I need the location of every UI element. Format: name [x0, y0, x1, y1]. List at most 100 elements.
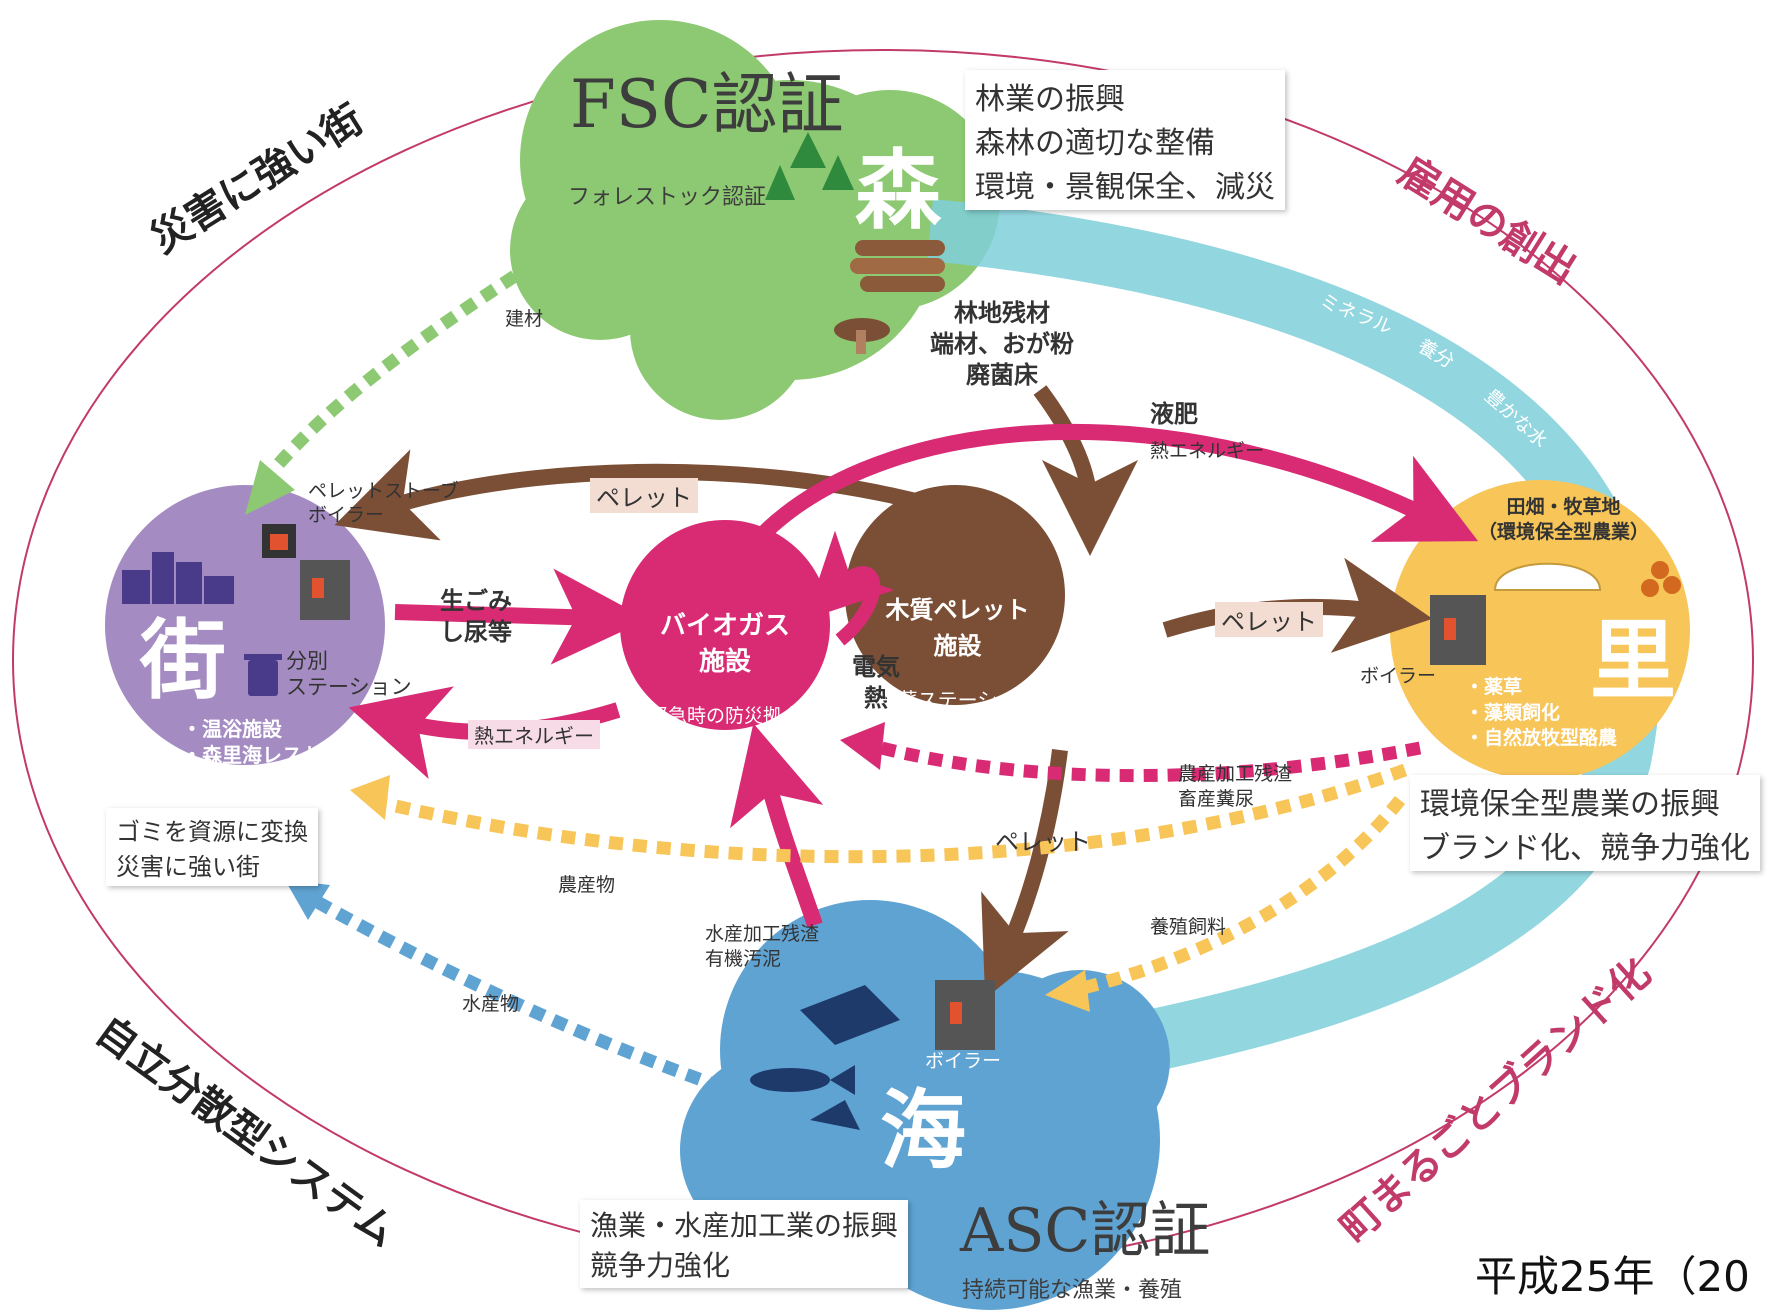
sato-area-label: 田畑・牧草地 — [1506, 496, 1621, 518]
logs-icon — [850, 240, 945, 292]
town-station-line: ステーション — [286, 675, 412, 700]
flow-label-feed: 養殖飼料 — [1150, 916, 1227, 938]
stove-icon — [262, 524, 296, 558]
sato-benefit: ブランド化、競争力強化 — [1420, 831, 1750, 866]
forest-benefit: 林業の振興 — [975, 82, 1125, 117]
town-benefits: ゴミを資源に変換 災害に強い街 — [106, 808, 318, 886]
tree-icon — [765, 132, 854, 200]
town-benefit: 災害に強い街 — [116, 853, 260, 881]
town-feature: ・森里海レストラン — [182, 743, 362, 767]
flow-feed-arrowhead — [1045, 970, 1090, 1012]
sato-area-label: （環境保全型農業） — [1478, 520, 1650, 543]
biogas-loop-line: 熱 — [864, 684, 888, 713]
pellet-plant-title-line: 施設 — [933, 632, 982, 660]
town-features: ・温浴施設 ・森里海レストラン ・産業観光 — [182, 716, 362, 794]
sato-feature: ・薬草 — [1465, 676, 1523, 698]
flow-label-garbage-line: し尿等 — [440, 618, 512, 647]
footer-year: 平成25年（20 — [1475, 1252, 1750, 1301]
flow-label-agri-products: 農産物 — [558, 874, 616, 896]
sea-benefit: 漁業・水産加工業の振興 — [590, 1209, 899, 1242]
biogas-title-line: バイオガス — [659, 611, 790, 641]
trash-bin-icon — [244, 654, 282, 696]
forest-benefits: 林業の振興 森林の適切な整備 環境・景観保全、減災 — [965, 70, 1285, 210]
pellet-plant-title-line: 木質ペレット — [885, 596, 1030, 624]
flow-label-agri-residue-line: 畜産糞尿 — [1178, 787, 1255, 810]
flow-label-garbage: 生ごみ し尿等 — [440, 586, 512, 648]
flow-label-marine-products: 水産物 — [462, 993, 520, 1015]
forest-residues: 林地残材 端材、おが粉 廃菌床 — [930, 298, 1074, 392]
town-circle — [105, 485, 385, 765]
flow-kenzai-arrowhead — [245, 460, 295, 515]
sato-benefit: 環境保全型農業の振興 — [1420, 787, 1720, 822]
biogas-loop-line: 電気 — [852, 653, 900, 681]
flow-marine-products-arrowhead — [285, 880, 330, 920]
sea-benefits: 漁業・水産加工業の振興 競争力強化 — [580, 1200, 909, 1288]
town-facility-label: ボイラー — [308, 503, 385, 526]
sato-feature: ・自然放牧型酪農 — [1465, 727, 1618, 750]
flow-label-pellet-sea: ペレット — [995, 828, 1091, 856]
town-feature: ・産業観光 — [182, 769, 282, 793]
sato-feature: ・藻類飼化 — [1465, 701, 1561, 724]
forest-residue: 廃菌床 — [966, 361, 1038, 390]
flow-forest-pellet — [1033, 385, 1138, 556]
town-name: 街 — [140, 611, 226, 711]
town-facility-labels: ペレットストーブ ボイラー — [308, 480, 459, 528]
shell-icon — [810, 1100, 860, 1130]
forest-residue: 林地残材 — [954, 299, 1050, 327]
flow-ekihi — [743, 423, 1479, 554]
forest-residue: 端材、おが粉 — [930, 330, 1074, 359]
biogas-loop-label: 電気 熱 — [852, 652, 900, 714]
biogas-circle — [620, 520, 830, 730]
sea-benefit: 競争力強化 — [590, 1249, 731, 1282]
pellet-plant-station: ＋薪ステーション — [877, 688, 1038, 712]
sato-boiler: ボイラー — [1360, 665, 1437, 687]
flow-label-pellet-sato: ペレット — [1215, 602, 1323, 637]
flow-label-marine-residue: 水産加工残渣 有機汚泥 — [705, 922, 819, 971]
mushroom-icon — [834, 318, 890, 354]
flow-marine-residue — [730, 723, 824, 928]
sato-name: 里 — [1590, 611, 1676, 711]
flow-label-kenzai: 建材 — [505, 308, 544, 330]
flow-label-pellet-town: ペレット — [590, 478, 698, 513]
forest-benefit: 環境・景観保全、減災 — [975, 170, 1275, 205]
flow-marine-products — [301, 889, 748, 1102]
flow-label-agri-residue-line: 農産加工残渣 — [1178, 763, 1293, 785]
boiler-icon-sato — [1430, 595, 1486, 665]
sato-area-labels: 田畑・牧草地 （環境保全型農業） — [1478, 495, 1649, 544]
boiler-icon-sea — [935, 980, 995, 1050]
asc-subcert: 持続可能な漁業・養殖 — [962, 1278, 1183, 1303]
sato-benefits: 環境保全型農業の振興 ブランド化、競争力強化 — [1410, 775, 1760, 871]
sato-circle — [1390, 480, 1690, 780]
greenhouse-icon — [1493, 562, 1602, 591]
town-feature: ・温浴施設 — [182, 717, 282, 741]
flow-agri-products — [368, 763, 1408, 864]
rice-icon — [1641, 561, 1681, 597]
flow-biogas-loop — [805, 530, 895, 646]
flow-label-marine-residue-line: 有機汚泥 — [705, 947, 782, 970]
asc-cert: ASC認証 — [960, 1196, 1211, 1266]
flow-label-garbage-line: 生ごみ — [440, 587, 512, 615]
biogas-subtitle: 緊急時の防災拠点 — [648, 705, 801, 727]
sato-features: ・薬草 ・藻類飼化 ・自然放牧型酪農 — [1465, 675, 1617, 752]
flow-pellet-town — [334, 449, 1044, 553]
fsc-cert: FSC認証 — [570, 66, 844, 143]
flow-label-agri-residue: 農産加工残渣 畜産糞尿 — [1178, 762, 1292, 811]
boiler-icon-town — [300, 560, 350, 620]
town-benefit: ゴミを資源に変換 — [116, 818, 308, 846]
forestock-cert: フォレストック認証 — [568, 185, 767, 210]
fish-icon — [750, 1065, 855, 1095]
biogas-title: バイオガス 施設 — [640, 608, 810, 681]
town-facility-label: ペレットストーブ — [308, 480, 459, 502]
buildings-icon — [122, 552, 234, 604]
pellet-plant-title: 木質ペレット 施設 — [860, 592, 1055, 664]
factory-icon — [800, 985, 900, 1045]
flow-label-marine-residue-line: 水産加工残渣 — [705, 923, 820, 945]
flow-label-heat-sato: 熱エネルギー — [1150, 440, 1265, 462]
flow-agri-residue-arrowhead — [840, 722, 885, 770]
flow-label-ekihi: 液肥 — [1150, 400, 1198, 428]
biogas-title-line: 施設 — [698, 647, 751, 678]
town-station-line: 分別 — [286, 649, 328, 673]
pellet-plant-note: ※整備予定 — [913, 734, 1002, 755]
flow-garbage — [394, 568, 648, 665]
